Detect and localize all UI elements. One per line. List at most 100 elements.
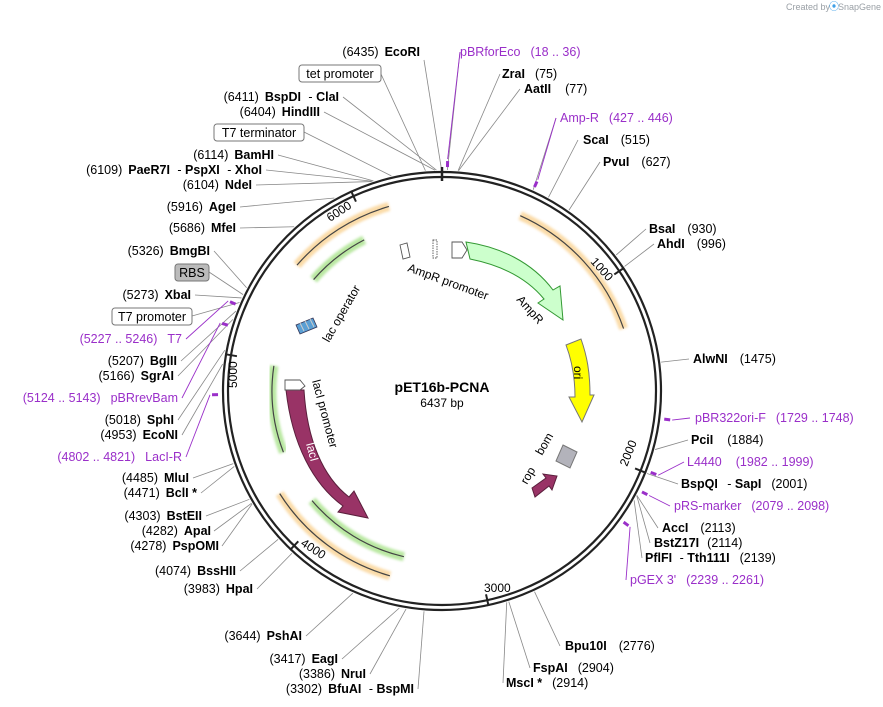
tick-mark-5000 [224, 353, 238, 358]
orf-arc-ampr [519, 215, 625, 329]
enzyme-bsteii: (4303)BstEII [124, 509, 202, 523]
primer-leader-2 [672, 417, 691, 421]
primer-pbrforeco: pBRforEco(18 .. 36) [460, 45, 580, 59]
orf-arc-bottom-orange [279, 493, 391, 577]
leader-line-5 [615, 228, 647, 256]
primer-leader-4 [648, 495, 671, 507]
enzyme-bfuai-bspmi: (3302)BfuAI - BspMI [286, 682, 414, 696]
leader-line-12 [633, 500, 643, 559]
boxed-label-rbs: RBS [179, 266, 205, 280]
enzyme-econi: (4953)EcoNI [100, 428, 178, 442]
credit-prefix: Created by [786, 2, 831, 12]
leader-line-32 [213, 250, 247, 288]
leader-line-30 [180, 310, 237, 362]
primer-leader-7 [181, 322, 221, 399]
leader-line-38 [323, 111, 436, 171]
enzyme-zrai: ZraI(75) [502, 67, 557, 81]
enzyme-pshai: (3644)PshAI [224, 629, 302, 643]
enzyme-scai: ScaI(515) [583, 133, 650, 147]
tick-mark-6000 [350, 190, 357, 203]
primer-pbrrevbam: (5124 .. 5143)pBRrevBam [23, 391, 178, 405]
leader-line-28 [177, 349, 226, 421]
leader-line-15 [502, 602, 508, 684]
leader-line-42 [208, 271, 244, 295]
enzyme-labels: (6435)EcoRI ZraI(75) AatII(77) ScaI(515)… [86, 45, 807, 696]
t7-promoter-box [111, 307, 193, 326]
enzyme-xbai: (5273)XbaI [122, 288, 191, 302]
leader-line-39 [342, 96, 437, 171]
snapgene-logo-icon: ⦿ [829, 1, 839, 13]
primer-pgex3: pGEX 3'(2239 .. 2261) [630, 573, 764, 587]
leader-line-9 [646, 473, 679, 485]
ampr-arrow [465, 241, 564, 322]
features [284, 239, 595, 519]
enzyme-paer7i-pspxi-xhoi: (6109)PaeR7I - PspXI - XhoI [86, 163, 262, 177]
leader-lines [177, 51, 690, 690]
leader-line-24 [205, 498, 250, 517]
enzyme-ndei: (6104)NdeI [183, 178, 252, 192]
enzyme-sgrai: (5166)SgrAI [99, 369, 174, 383]
enzyme-acci: AccI(2113) [662, 521, 736, 535]
credit-brand: SnapGene [838, 2, 881, 12]
leader-line-21 [239, 539, 279, 572]
leader-line-43 [191, 302, 240, 317]
primer-mark-5 [622, 520, 630, 527]
orf-arc-upper-left-green [313, 239, 365, 280]
primer-mark-4 [641, 490, 649, 496]
leader-line-11 [636, 495, 651, 544]
enzyme-ecori: (6435)EcoRI [342, 45, 420, 59]
leader-line-37 [277, 154, 374, 182]
leader-line-8 [654, 439, 689, 450]
tick-mark-2000 [634, 467, 647, 474]
primer-laci-r: (4802 .. 4821)LacI-R [57, 450, 182, 464]
primer-amp-r: Amp-R(427 .. 446) [560, 111, 673, 125]
tick-label-5000: 5000 [226, 361, 240, 388]
enzyme-apai: (4282)ApaI [142, 524, 211, 538]
enzyme-bspqi-sapi: BspQI - SapI(2001) [681, 477, 807, 491]
primer-leader-3 [657, 461, 685, 476]
enzyme-agei: (5916)AgeI [167, 200, 236, 214]
leader-line-16 [417, 611, 425, 690]
tick-mark-1000 [613, 266, 625, 276]
leader-line-40 [380, 73, 426, 171]
enzyme-sphi: (5018)SphI [105, 413, 174, 427]
orf-arc-upper-left [296, 205, 390, 266]
leader-line-7 [661, 358, 690, 363]
leader-line-10 [636, 495, 659, 529]
leader-line-18 [341, 607, 400, 660]
enzyme-msci: MscI *(2914) [506, 676, 588, 690]
plasmid-name: pET16b-PCNA [395, 379, 490, 395]
enzyme-eagi: (3417)EagI [269, 652, 338, 666]
primer-mark-8 [229, 300, 237, 306]
tick-marks [224, 167, 647, 607]
feature-label-laci: lacI [303, 441, 321, 463]
bom-box [555, 444, 578, 469]
tick-label-3000: 3000 [484, 581, 511, 595]
enzyme-nrui: (3386)NruI [299, 667, 366, 681]
enzyme-pcii: PciI(1884) [691, 433, 763, 447]
leader-line-3 [548, 139, 579, 198]
enzyme-fspai: FspAI(2904) [533, 661, 614, 675]
leader-line-22 [221, 503, 253, 547]
orf-arc-left-green [271, 365, 284, 453]
feature-label-laci-promoter: lacI promoter [309, 378, 341, 449]
leader-line-6 [624, 243, 655, 267]
enzyme-mlui: (4485)MluI [122, 471, 189, 485]
enzyme-alwni: AlwNI(1475) [693, 352, 776, 366]
leader-line-35 [255, 181, 372, 186]
enzyme-hindiii: (6404)HindIII [240, 105, 320, 119]
amp-promoter-dashed-icon [432, 239, 438, 259]
leader-line-13 [534, 591, 561, 647]
leader-line-14 [508, 601, 531, 669]
enzyme-ahdi: AhdI(996) [657, 237, 726, 251]
feature-label-bom: bom [532, 430, 556, 457]
feature-label-lac-operator: lac operator [319, 283, 363, 345]
leader-line-4 [568, 161, 601, 211]
leader-line-0 [423, 59, 442, 171]
enzyme-pflfi-tth111i: PflFI - Tth111I(2139) [645, 551, 776, 565]
enzyme-bcli: (4471)BclI * [124, 486, 198, 500]
boxed-label-tet-promoter: tet promoter [306, 67, 373, 81]
leader-line-36 [265, 169, 373, 182]
primer-t7: (5227 .. 5246)T7 [80, 332, 182, 346]
